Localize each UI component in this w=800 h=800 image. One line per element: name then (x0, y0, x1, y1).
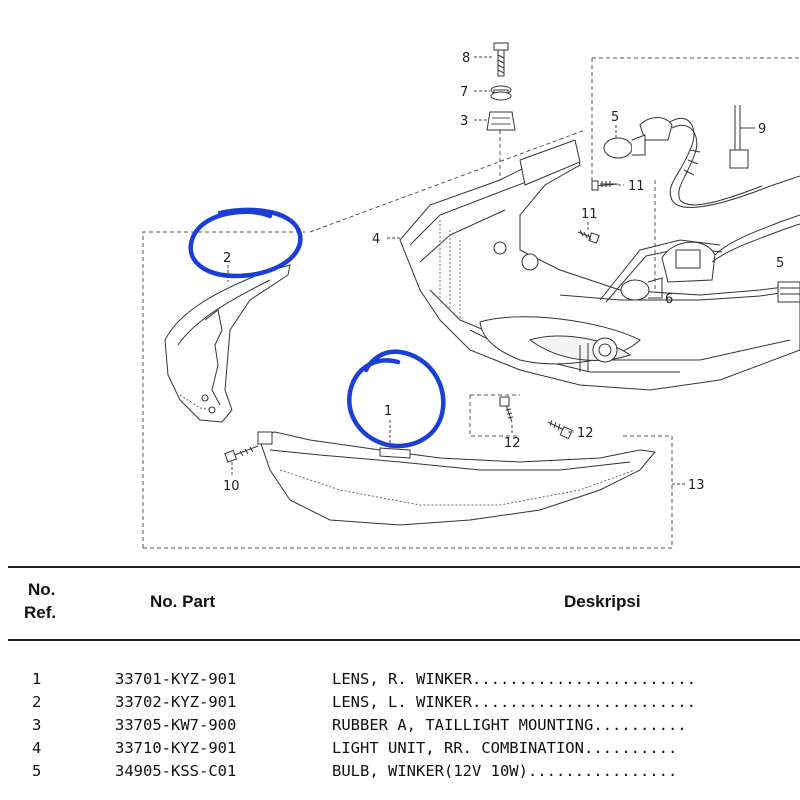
ref-number: 3 (32, 716, 42, 734)
ref-number: 4 (32, 739, 42, 757)
part-description: LIGHT UNIT, RR. COMBINATION.......... (332, 739, 678, 757)
callout-1: 1 (384, 404, 392, 419)
highlight-circles (188, 207, 446, 449)
table-row: 5 34905-KSS-C01 BULB, WINKER(12V 10W)...… (0, 762, 800, 785)
parts-table: No. Ref. No. Part Deskripsi 1 33701-KYZ-… (0, 566, 800, 800)
circle-around-1 (347, 349, 446, 449)
table-header-rule (8, 639, 800, 641)
parts-diagram: 8 7 3 5 9 11 11 4 2 5 6 1 12 12 10 13 (142, 42, 800, 549)
callout-2: 2 (223, 251, 231, 266)
screw-8-drawing (493, 42, 509, 77)
header-ref-line1: No. (28, 580, 56, 599)
part-number: 33701-KYZ-901 (115, 670, 237, 688)
bulb-6-drawing (620, 214, 800, 301)
callout-5-top: 5 (611, 110, 619, 125)
table-row: 4 33710-KYZ-901 LIGHT UNIT, RR. COMBINAT… (0, 739, 800, 762)
callout-13: 13 (688, 478, 705, 493)
screw-10-drawing (224, 445, 259, 463)
callout-labels: 8 7 3 5 9 11 11 4 2 5 6 1 12 12 10 13 (223, 51, 784, 494)
light-unit-4-drawing (399, 139, 800, 391)
screw-12-right-drawing (547, 419, 573, 440)
assembly-boundary-lines (142, 57, 800, 549)
part-description: LENS, L. WINKER........................ (332, 693, 696, 711)
header-part-number: No. Part (150, 592, 216, 611)
table-row: 2 33702-KYZ-901 LENS, L. WINKER.........… (0, 693, 800, 716)
callout-10: 10 (223, 479, 240, 494)
callout-7: 7 (460, 85, 468, 100)
rubber-3-drawing (486, 111, 516, 131)
connector-5-right-drawing (777, 281, 800, 303)
part-number: 33702-KYZ-901 (115, 693, 237, 711)
callout-4: 4 (372, 232, 380, 247)
part-number: 33705-KW7-900 (115, 716, 237, 734)
ref-number: 5 (32, 762, 42, 780)
bulb-socket-5-drawing (603, 117, 800, 208)
callout-12-right: 12 (577, 426, 594, 441)
table-row: 3 33705-KW7-900 RUBBER A, TAILLIGHT MOUN… (0, 716, 800, 739)
screw-12-left-drawing (499, 396, 514, 423)
callout-6: 6 (665, 292, 673, 307)
lens-2-drawing (164, 264, 291, 423)
header-description: Deskripsi (564, 592, 641, 611)
table-row: 1 33701-KYZ-901 LENS, R. WINKER.........… (0, 670, 800, 693)
part-description: LENS, R. WINKER........................ (332, 670, 696, 688)
callout-9: 9 (758, 122, 766, 137)
screw-11-upper-drawing (591, 180, 619, 191)
callout-11-lower: 11 (581, 207, 598, 222)
lens-1-drawing (257, 431, 656, 526)
washer-7-drawing (490, 85, 512, 101)
table-top-rule (8, 566, 800, 568)
callout-5-right: 5 (776, 256, 784, 271)
leader-lines (227, 56, 755, 485)
callout-3: 3 (460, 114, 468, 129)
header-ref-line2: Ref. (24, 603, 57, 622)
part-description: BULB, WINKER(12V 10W)................ (332, 762, 678, 780)
callout-8: 8 (462, 51, 470, 66)
screw-11-lower-drawing (577, 229, 600, 244)
part-number: 34905-KSS-C01 (115, 762, 237, 780)
ref-number: 2 (32, 693, 42, 711)
clip-9-drawing (729, 105, 755, 169)
callout-12-left: 12 (504, 436, 521, 451)
part-description: RUBBER A, TAILLIGHT MOUNTING.......... (332, 716, 687, 734)
ref-number: 1 (32, 670, 42, 688)
part-number: 33710-KYZ-901 (115, 739, 237, 757)
circle-around-2 (188, 207, 303, 279)
callout-11-upper: 11 (628, 179, 645, 194)
